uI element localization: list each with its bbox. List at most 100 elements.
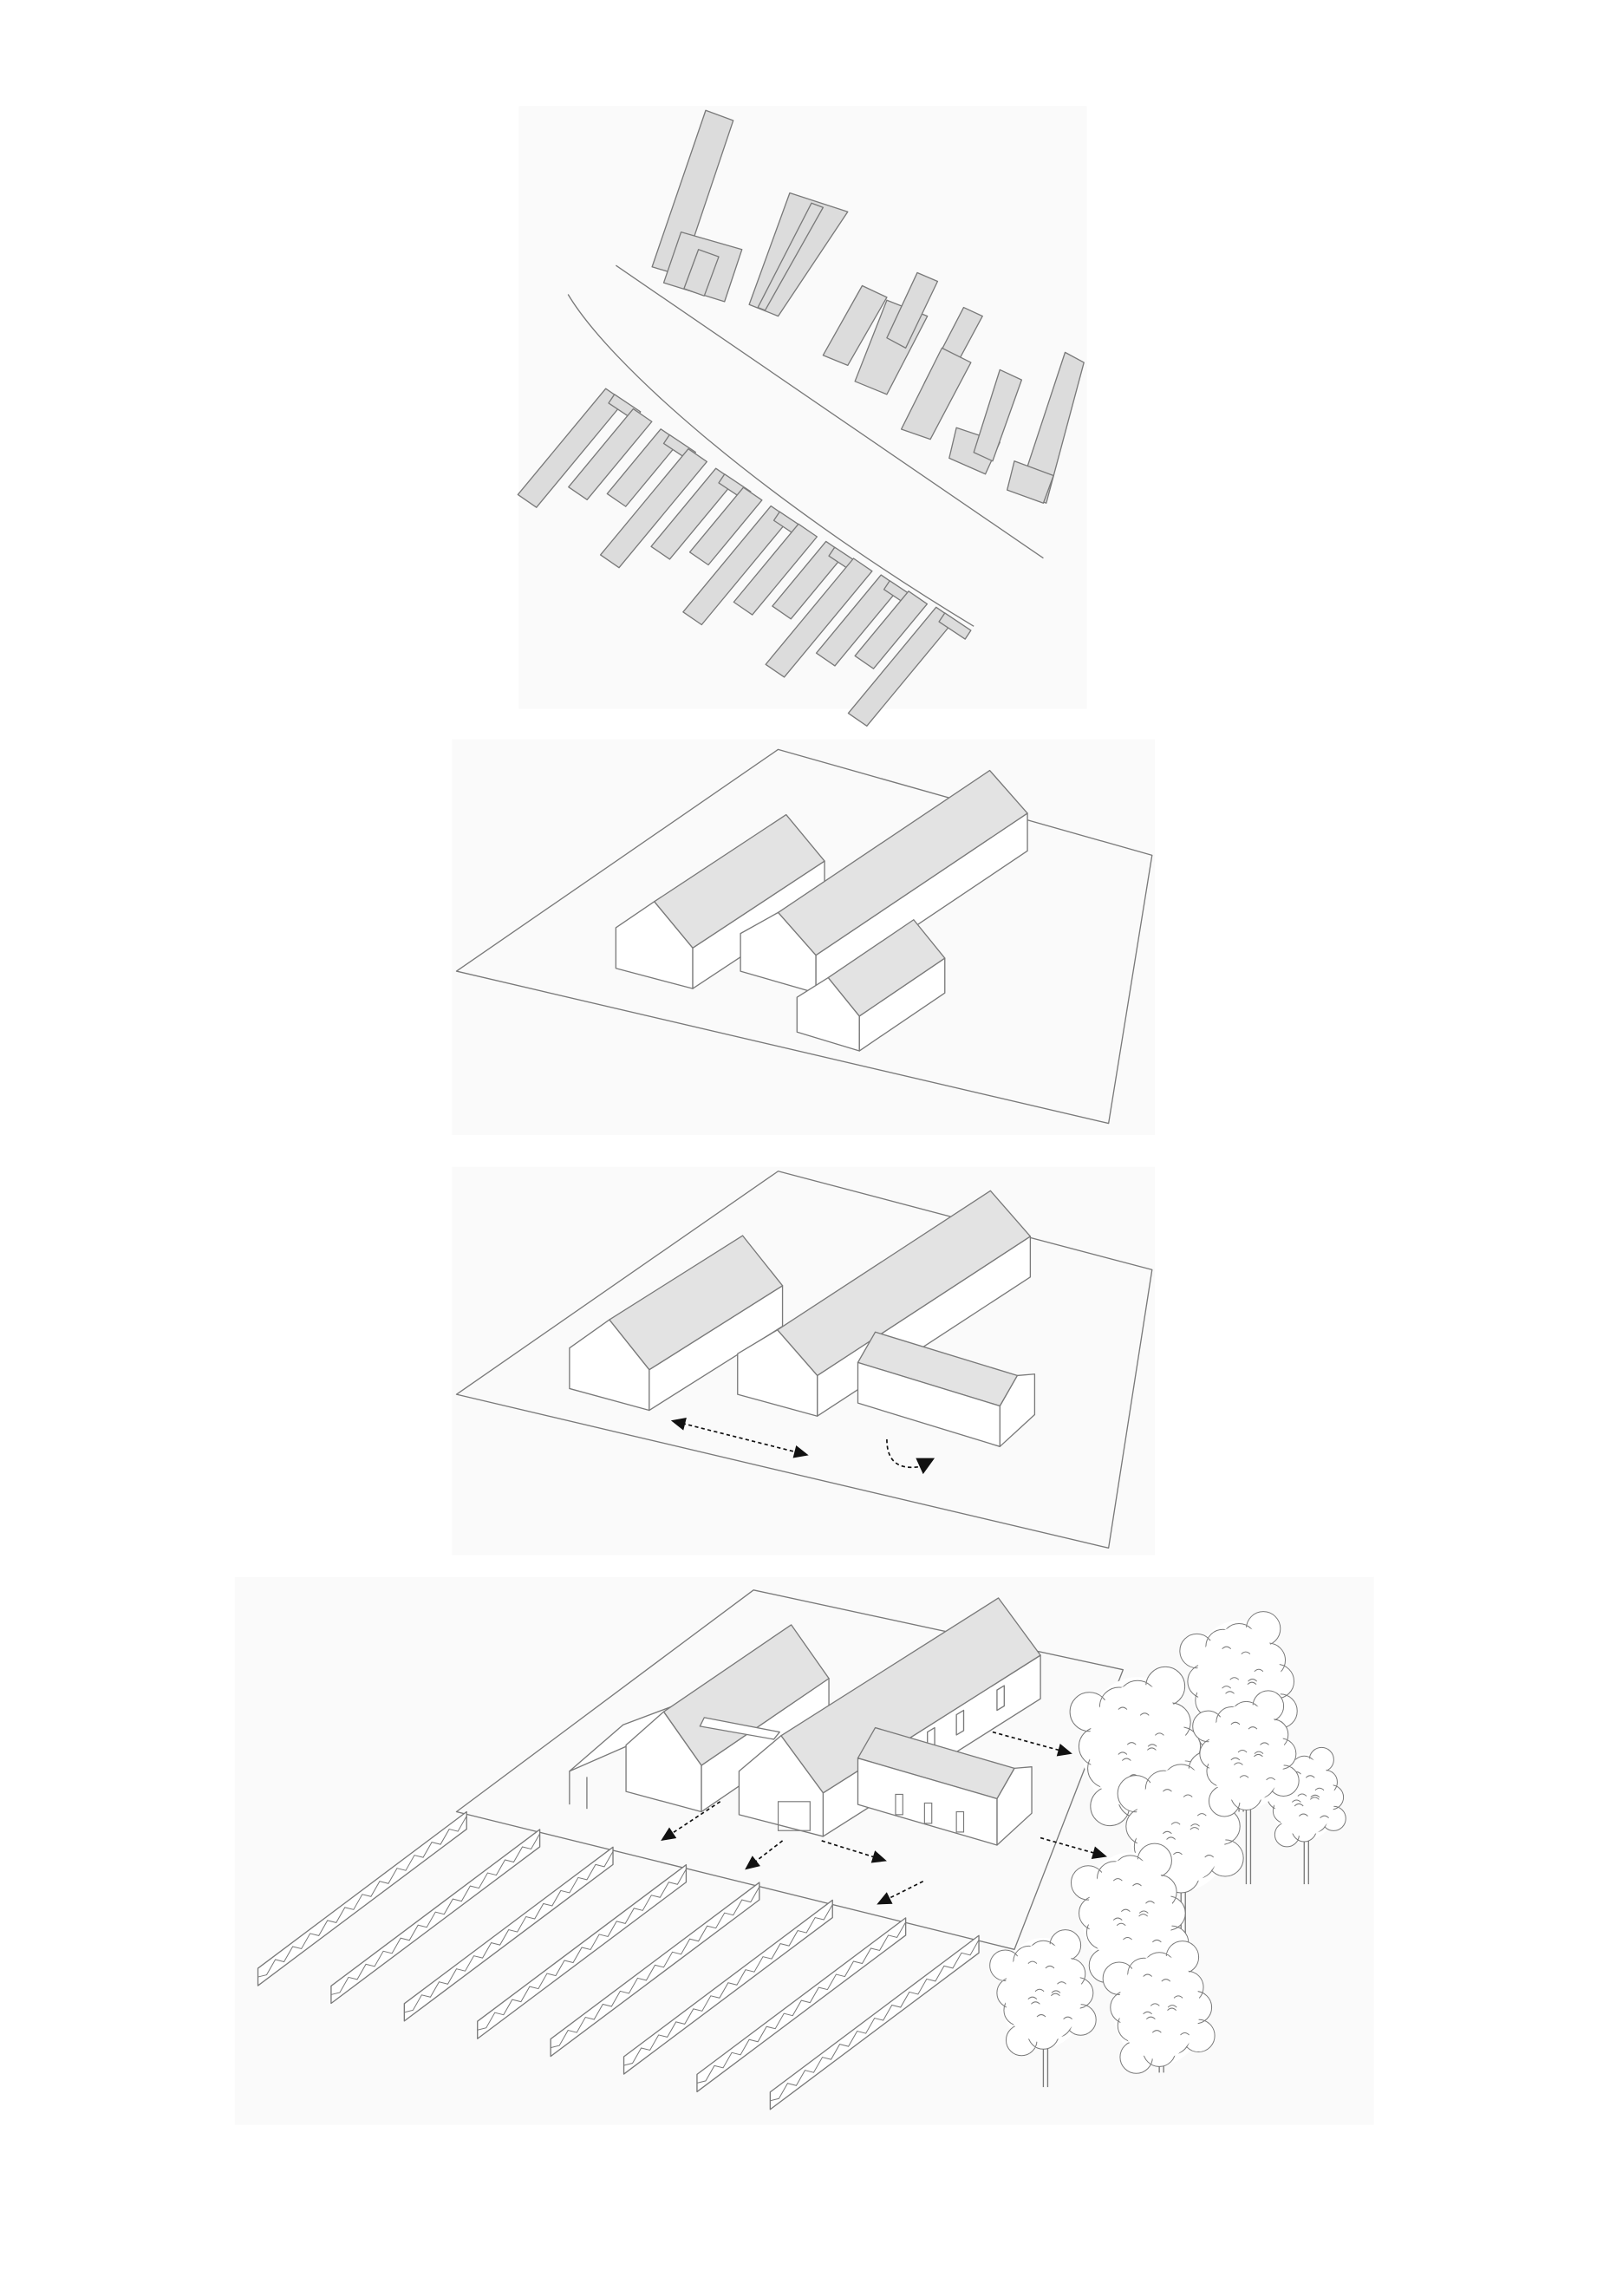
leaf-mark <box>1063 2016 1072 2020</box>
leaf-mark <box>1299 1813 1308 1817</box>
leaf-mark <box>1234 1762 1243 1765</box>
leaf-mark <box>1057 1981 1066 1985</box>
road-edge <box>615 264 1044 559</box>
leaf-mark <box>1163 1789 1172 1792</box>
building-footprint <box>568 408 653 501</box>
barn-left <box>569 1235 784 1412</box>
hedgerow-foliage <box>404 1851 614 2013</box>
leaf-mark <box>1310 1794 1320 1798</box>
leaf-mark <box>1045 1965 1055 1969</box>
arrow-shaft <box>669 1801 721 1836</box>
leaf-mark <box>1143 1973 1153 1977</box>
arrow-head <box>745 1856 760 1870</box>
tree-canopy-core <box>1004 1943 1082 2043</box>
leaf-mark <box>1034 1988 1045 1993</box>
leaf-mark <box>1112 1878 1123 1882</box>
building-footprint <box>938 612 972 640</box>
leaf-mark <box>1161 1979 1171 1982</box>
leaf-mark <box>1027 1996 1038 2000</box>
arrow-head <box>870 1850 887 1863</box>
leaf-mark <box>1292 1799 1301 1803</box>
direction-arrow <box>745 1840 784 1870</box>
leaf-mark <box>1173 1995 1183 1999</box>
leaf-mark <box>1173 1851 1183 1856</box>
leaf-mark <box>1254 1668 1264 1673</box>
leaf-mark <box>1305 1775 1315 1778</box>
arrow-head <box>877 1892 893 1905</box>
building-footprint <box>900 347 972 440</box>
direction-arrow <box>821 1840 887 1863</box>
window <box>996 1685 1005 1712</box>
barn-rotated <box>857 1726 1033 1846</box>
leaf-mark <box>1230 1721 1241 1725</box>
leaf-mark <box>1163 1830 1172 1835</box>
massing-diagram <box>455 748 1153 1125</box>
front-wall <box>857 1361 1001 1447</box>
hedgerow-foliage <box>696 1921 907 2084</box>
gable-wall <box>615 901 694 989</box>
move-arrow <box>670 1418 809 1458</box>
leaf-mark <box>1237 1749 1248 1753</box>
leaf-mark <box>1120 1908 1131 1913</box>
leaf-mark <box>1132 1883 1142 1887</box>
leaf-mark <box>1150 2003 1160 2006</box>
barn-small <box>796 919 946 1052</box>
hedgerow <box>257 1810 467 1986</box>
hedgerow-foliage <box>623 1904 833 2066</box>
leaf-mark <box>1297 1793 1307 1797</box>
hedgerow-foliage <box>770 1940 980 2102</box>
leaf-mark <box>1116 1922 1126 1927</box>
tree-canopy-core <box>1207 1704 1285 1804</box>
building-footprint <box>1006 460 1054 504</box>
building-footprint <box>1018 351 1085 504</box>
arrow-shaft <box>681 1422 798 1453</box>
leaf-mark <box>1190 1823 1200 1827</box>
leaf-mark <box>1248 1679 1257 1682</box>
leaf-mark <box>1139 1712 1150 1716</box>
building-footprint <box>765 558 873 678</box>
leaf-mark <box>1145 1901 1155 1904</box>
tree <box>1192 1690 1300 1885</box>
leaf-mark <box>1196 1813 1207 1817</box>
leaf-mark <box>1036 2014 1046 2018</box>
leaf-mark <box>1222 1686 1231 1689</box>
leaf-mark <box>1266 1777 1275 1781</box>
leaf-mark <box>1145 2016 1156 2020</box>
leaf-mark <box>1143 2011 1152 2015</box>
leaf-mark <box>1051 1993 1060 1997</box>
building-footprint <box>757 202 825 311</box>
leaf-mark <box>1121 1758 1131 1761</box>
hedgerow <box>550 1882 760 2058</box>
tree <box>1102 1941 1216 2074</box>
leaf-mark <box>1260 1742 1269 1745</box>
leaf-mark <box>1126 1742 1137 1745</box>
building-footprint <box>886 271 939 349</box>
leaf-mark <box>1167 2005 1177 2008</box>
leaf-mark <box>1118 1706 1128 1710</box>
gable-wall <box>737 1329 818 1417</box>
site-plan <box>517 109 1085 727</box>
leaf-mark <box>1166 1836 1176 1840</box>
leaf-mark <box>1151 2030 1162 2033</box>
building-footprint <box>854 590 929 669</box>
leaf-mark <box>1180 2032 1190 2036</box>
leaf-mark <box>1118 1751 1128 1755</box>
leaf-mark <box>1112 1917 1123 1921</box>
arrow-head <box>792 1445 809 1458</box>
site-boundary <box>455 748 1153 1125</box>
leaf-mark <box>1230 1757 1241 1761</box>
leaf-mark <box>1155 1732 1164 1736</box>
hedgerow <box>696 1917 907 2093</box>
leaf-mark <box>1027 1960 1038 1964</box>
arrow-shaft <box>886 1880 924 1901</box>
arrow-shaft <box>1040 1836 1097 1855</box>
leaf-mark <box>1147 1744 1157 1747</box>
window <box>923 1802 933 1824</box>
leaf-mark <box>1225 1691 1235 1694</box>
leaf-mark <box>1151 1939 1162 1943</box>
landscape-diagram <box>257 1589 1346 2110</box>
tree-canopy-core <box>1087 1858 1173 1968</box>
leaf-mark <box>1314 1787 1325 1791</box>
barn-rotated <box>857 1331 1036 1447</box>
